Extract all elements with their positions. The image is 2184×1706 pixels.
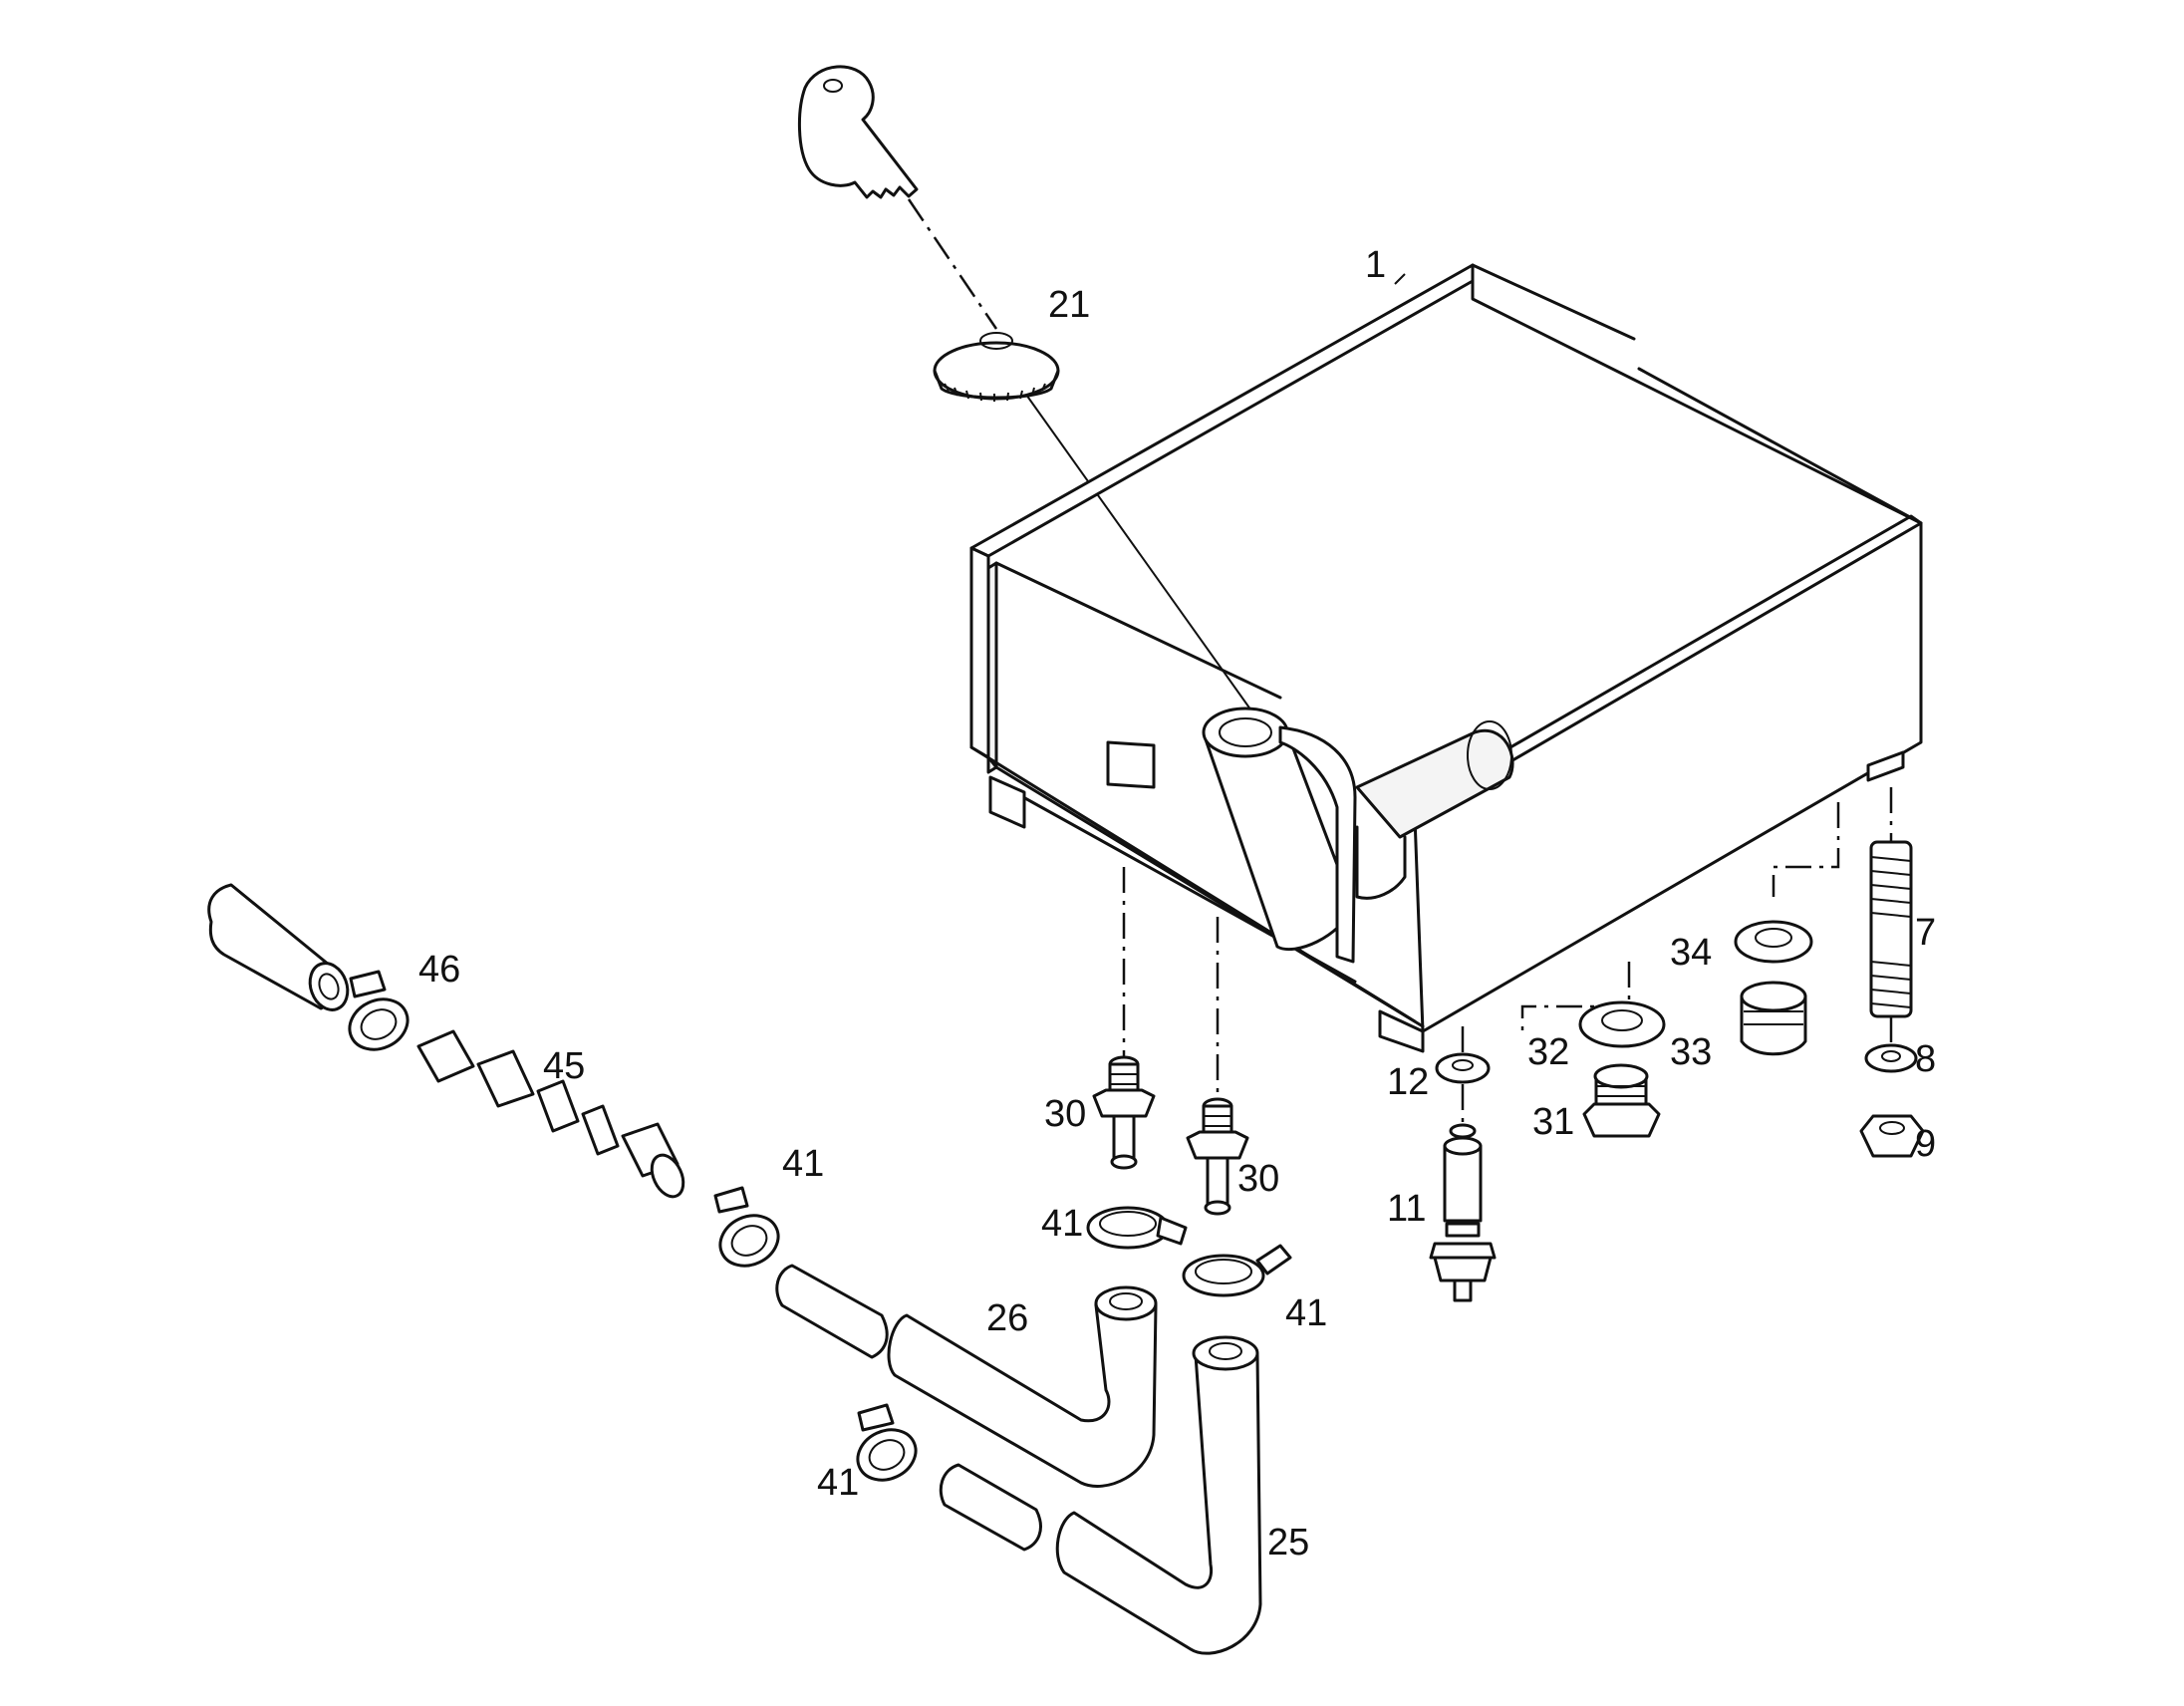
- washer-part-8: [1864, 1043, 1918, 1073]
- washer-part-34: [1734, 920, 1813, 964]
- callout-30b: 30: [1237, 1158, 1279, 1200]
- hose-clamp-part-41b: [1182, 1244, 1292, 1297]
- key-axis-line: [907, 198, 998, 330]
- hose-clamp-part-41c: [713, 1186, 780, 1268]
- lock-ring-part-21: [933, 332, 1060, 402]
- callout-9: 9: [1915, 1123, 1936, 1165]
- washer-part-32: [1578, 1000, 1666, 1048]
- plug-part-31: [1582, 1063, 1661, 1138]
- callout-31: 31: [1532, 1101, 1574, 1143]
- callout-32: 32: [1527, 1031, 1569, 1073]
- callout-21: 21: [1048, 284, 1090, 326]
- callout-7: 7: [1915, 912, 1936, 954]
- hose-part-25: [939, 1335, 1262, 1655]
- hose-clamp-part-41d: [856, 1403, 918, 1482]
- key-icon: [797, 65, 919, 199]
- lock-axis-line: [1025, 394, 1264, 728]
- centerline-32: [1520, 962, 1631, 1031]
- callout-41b: 41: [1285, 1292, 1327, 1334]
- fitting-part-30b: [1186, 1097, 1249, 1216]
- hose-clamp-part-46: [348, 970, 410, 1051]
- stud-part-7: [1869, 840, 1913, 1018]
- callout-26: 26: [986, 1297, 1028, 1339]
- callout-33: 33: [1670, 1031, 1712, 1073]
- callout-34: 34: [1670, 932, 1712, 974]
- callout-8: 8: [1915, 1038, 1936, 1080]
- valve-part-11: [1429, 1123, 1497, 1302]
- callout-12: 12: [1387, 1061, 1429, 1103]
- tank-housing-part-1: [969, 263, 1923, 1053]
- callout-45: 45: [543, 1045, 585, 1087]
- callout-11: 11: [1387, 1188, 1426, 1230]
- plug-part-33: [1740, 981, 1807, 1056]
- centerline-34: [1772, 802, 1840, 897]
- fitting-part-30a: [1092, 1055, 1156, 1170]
- callout-41c: 41: [782, 1143, 824, 1185]
- callout-1: 1: [1365, 244, 1386, 286]
- callout-46: 46: [418, 949, 460, 991]
- nut-part-9: [1859, 1114, 1925, 1158]
- hose-clamp-part-41a: [1086, 1206, 1188, 1250]
- hose-part-26: [775, 1264, 1158, 1488]
- callout-25: 25: [1267, 1522, 1309, 1564]
- coupling-part-45: [416, 1029, 685, 1199]
- callout-30a: 30: [1044, 1093, 1086, 1135]
- hose-part-46: [207, 883, 350, 1011]
- callout-41a: 41: [1041, 1203, 1083, 1245]
- washer-part-12: [1435, 1052, 1491, 1084]
- callout-41d: 41: [817, 1462, 859, 1504]
